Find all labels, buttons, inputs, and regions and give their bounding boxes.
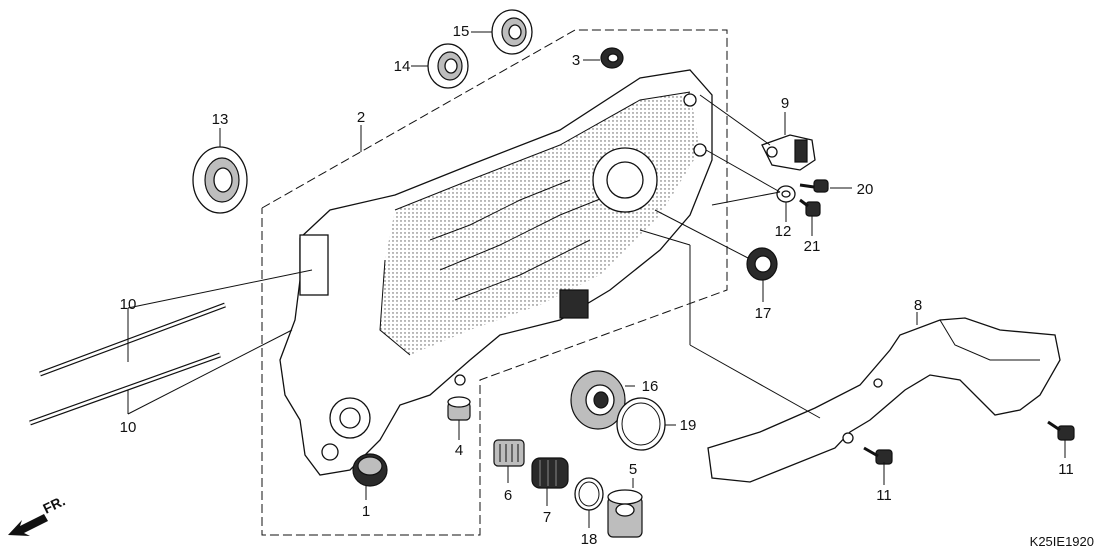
bolt-21 bbox=[799, 198, 821, 217]
bolt-20 bbox=[799, 179, 829, 193]
callout-9: 9 bbox=[781, 95, 789, 112]
side-bracket-8 bbox=[707, 317, 1061, 483]
callout-13: 13 bbox=[212, 111, 229, 128]
callout-16: 16 bbox=[642, 378, 659, 395]
dowel-pin-1 bbox=[352, 453, 388, 487]
callout-17: 17 bbox=[755, 305, 772, 322]
bolt-11-center bbox=[863, 446, 893, 465]
speed-sensor-9 bbox=[761, 134, 816, 171]
circlip-19 bbox=[616, 397, 666, 451]
leader-lines bbox=[127, 31, 1066, 528]
oil-seal-3 bbox=[600, 47, 624, 69]
callout-20: 20 bbox=[857, 181, 874, 198]
callout-12: 12 bbox=[775, 223, 792, 240]
callout-18: 18 bbox=[581, 531, 598, 548]
callout-10-upper: 10 bbox=[120, 296, 137, 313]
stud-upper bbox=[39, 302, 226, 377]
bolt-11-right bbox=[1047, 420, 1075, 441]
o-ring-18 bbox=[574, 477, 604, 511]
washer-12 bbox=[776, 185, 796, 203]
callout-11-right: 11 bbox=[1058, 461, 1074, 478]
callout-11-center: 11 bbox=[876, 487, 892, 504]
callout-3: 3 bbox=[572, 52, 580, 69]
oil-seal-17 bbox=[746, 247, 778, 281]
callout-10-lower: 10 bbox=[120, 419, 137, 436]
callout-8: 8 bbox=[914, 297, 922, 314]
dowel-pin-4 bbox=[447, 396, 471, 421]
strainer-6 bbox=[493, 439, 525, 467]
callout-15: 15 bbox=[453, 23, 470, 40]
oil-seal-16 bbox=[570, 370, 626, 430]
callout-2: 2 bbox=[357, 109, 365, 126]
callout-14: 14 bbox=[394, 58, 411, 75]
callout-6: 6 bbox=[504, 487, 512, 504]
spring-7 bbox=[531, 457, 569, 489]
left-crankcase bbox=[279, 69, 713, 476]
bearing-14 bbox=[427, 43, 469, 89]
front-arrow-icon bbox=[8, 514, 48, 536]
callout-1: 1 bbox=[362, 503, 370, 520]
front-label: FR. bbox=[40, 492, 67, 516]
callout-21: 21 bbox=[804, 238, 821, 255]
bearing-15 bbox=[491, 9, 533, 55]
callout-4: 4 bbox=[455, 442, 463, 459]
callout-19: 19 bbox=[680, 417, 697, 434]
callout-7: 7 bbox=[543, 509, 551, 526]
drain-bolt-5 bbox=[607, 489, 643, 538]
callout-5: 5 bbox=[629, 461, 637, 478]
diagram-code: K25IE1920 bbox=[1030, 534, 1094, 549]
stud-lower bbox=[29, 352, 221, 426]
assembly-boundary bbox=[261, 29, 728, 536]
bearing-13 bbox=[192, 146, 248, 214]
